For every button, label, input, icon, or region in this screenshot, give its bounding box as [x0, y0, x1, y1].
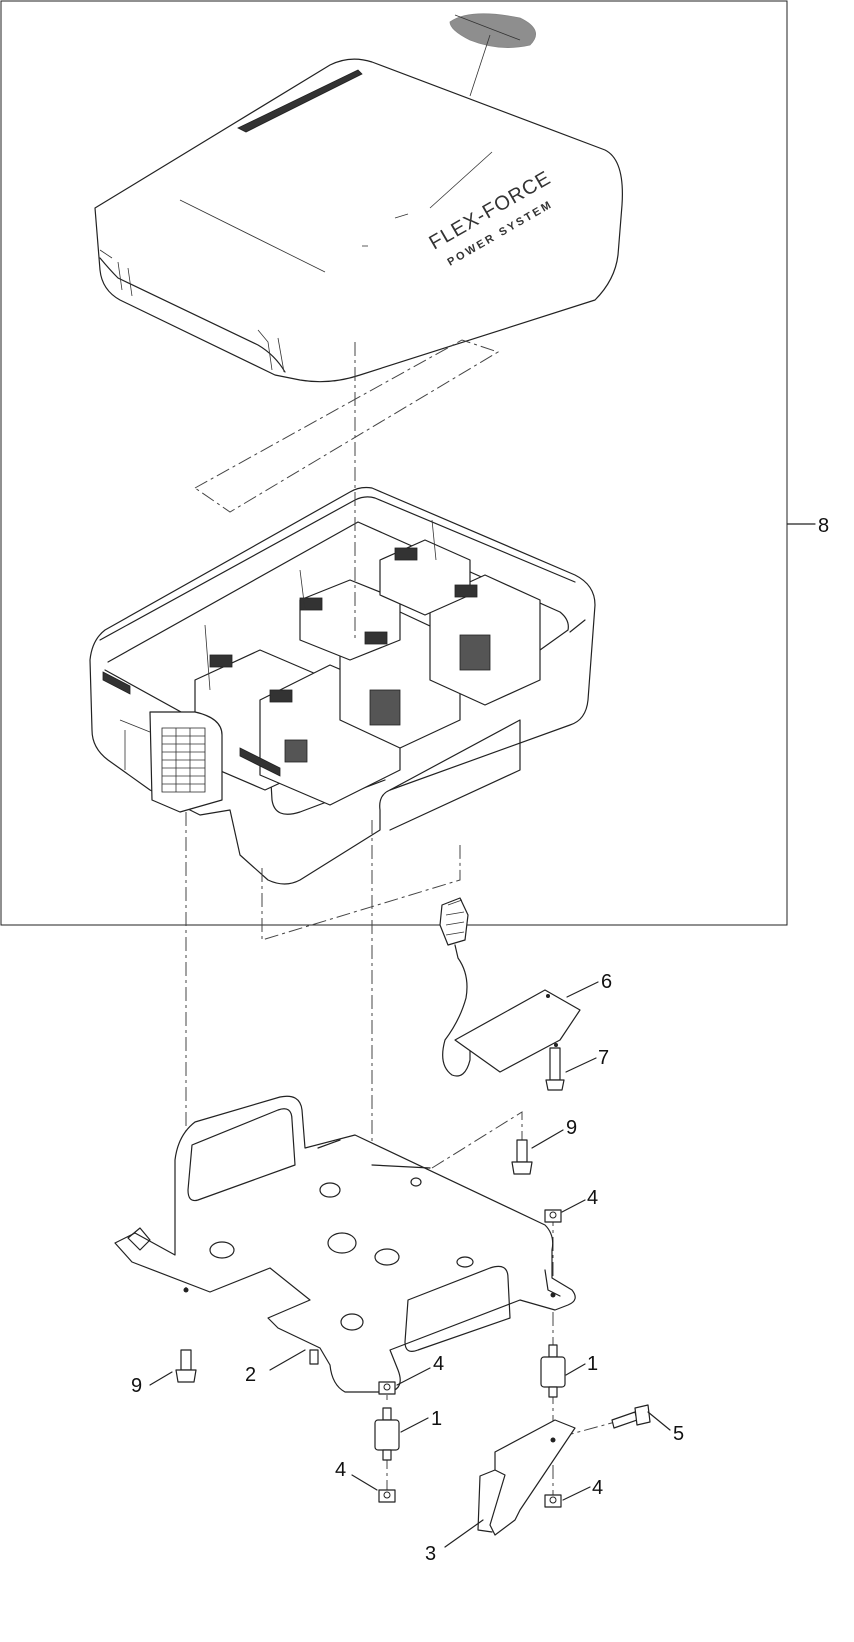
cover-seal	[194, 339, 500, 513]
bolt-9-upper	[511, 1139, 533, 1175]
battery-box	[89, 486, 596, 885]
callout-4-lower-left: 4	[335, 1459, 346, 1481]
callout-1-left: 1	[431, 1408, 442, 1430]
nut-4-upper-right	[544, 1209, 562, 1223]
isolator-1-right	[540, 1344, 566, 1398]
mounting-plate-outline	[114, 1095, 576, 1393]
nut-4-mid	[378, 1381, 396, 1395]
callout-9-lower: 9	[131, 1375, 142, 1397]
callout-7: 7	[598, 1047, 609, 1069]
assembly-8-frame	[0, 0, 788, 926]
bolt-5	[611, 1404, 651, 1429]
isolator-1-left	[374, 1407, 400, 1461]
callout-4-lower-right: 4	[592, 1477, 603, 1499]
sensor-harness	[439, 897, 471, 1077]
callout-4-upper-right: 4	[587, 1187, 598, 1209]
callout-3: 3	[425, 1543, 436, 1565]
callout-1-right: 1	[587, 1353, 598, 1375]
cover-embossed-stripe	[237, 69, 363, 133]
callouts: 8 6 7 9 4 9 2 4 1 1 5 4 4 3	[131, 515, 829, 1565]
cover-logo-decal	[449, 13, 537, 48]
nut-4-lower-left	[378, 1489, 396, 1503]
box-connector-grille	[149, 711, 223, 813]
leader-lines	[149, 523, 816, 1548]
battery-cover: FLEX-FORCE POWER SYSTEM	[94, 13, 623, 383]
battery-modules	[194, 519, 541, 806]
bracket-3	[477, 1419, 576, 1536]
callout-5: 5	[673, 1423, 684, 1445]
screw-7	[545, 1047, 565, 1091]
callout-4-mid: 4	[433, 1353, 444, 1375]
sensor-bracket-6	[454, 989, 581, 1073]
callout-8: 8	[818, 515, 829, 537]
callout-9-upper: 9	[566, 1117, 577, 1139]
callout-2: 2	[245, 1364, 256, 1386]
callout-6: 6	[601, 971, 612, 993]
nut-4-lower-right	[544, 1494, 562, 1508]
bolt-9-lower	[175, 1349, 197, 1383]
